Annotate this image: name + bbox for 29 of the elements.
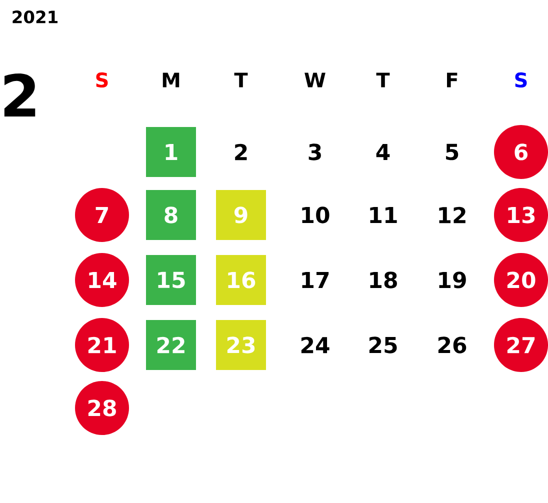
weekday-label: W (304, 72, 326, 88)
day-number: 12 (439, 206, 466, 224)
month-number: 2 (4, 73, 36, 117)
day-number: 5 (446, 144, 458, 160)
day-number: 26 (438, 336, 466, 354)
day-square: 23 (216, 320, 266, 370)
day-square: 22 (146, 320, 196, 370)
weekday-label: M (162, 72, 180, 88)
year-label: 2021 (12, 10, 58, 24)
day-square: 16 (216, 255, 266, 305)
day-square: 8 (146, 190, 196, 240)
day-number: 11 (370, 206, 397, 224)
day-number: 3 (308, 144, 321, 160)
day-number: 18 (370, 272, 397, 288)
day-number: 17 (302, 272, 329, 288)
weekday-label: T (234, 72, 248, 88)
weekday-label: F (447, 72, 458, 88)
day-number: 10 (302, 206, 330, 224)
weekday-label: T (376, 72, 390, 88)
day-number: 4 (376, 144, 390, 160)
day-number: 24 (301, 336, 330, 354)
weekday-label: S (96, 72, 108, 88)
day-square: 1 (146, 127, 196, 177)
day-square: 9 (216, 190, 266, 240)
day-square: 15 (146, 255, 196, 305)
day-number: 19 (439, 272, 466, 288)
weekday-label: S (515, 72, 527, 88)
day-number: 25 (369, 336, 397, 354)
day-number: 2 (235, 144, 247, 160)
